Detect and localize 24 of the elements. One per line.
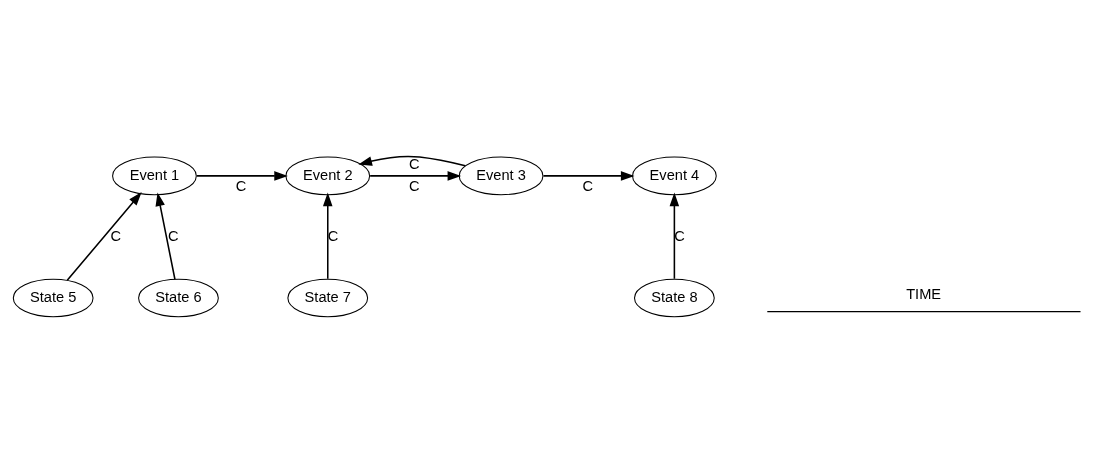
edge-label: C [409, 155, 420, 172]
edge-label: C [110, 227, 122, 244]
node-ellipse: State 5 [12, 278, 94, 318]
edge-label: C [674, 227, 685, 244]
node-ellipse: Event 3 [458, 156, 544, 196]
arrow [369, 171, 462, 181]
arrow [358, 155, 467, 167]
arrow [155, 192, 176, 281]
node-ellipse: Event 4 [632, 156, 717, 196]
label: TIME [906, 286, 942, 303]
arrow [66, 192, 142, 282]
edge-label: C [582, 177, 594, 194]
edge-label: C [167, 227, 179, 244]
arrow [669, 192, 680, 280]
edge-label: C [327, 227, 339, 244]
node-ellipse: State 7 [287, 278, 369, 318]
edge-label: C [409, 177, 420, 194]
arrow [196, 171, 288, 181]
node-ellipse: State 6 [138, 278, 219, 318]
arrow [323, 192, 333, 280]
node-ellipse: State 8 [634, 278, 715, 318]
edge-label: C [235, 177, 247, 194]
node-ellipse: Event 1 [112, 156, 197, 196]
arrow [542, 171, 635, 181]
